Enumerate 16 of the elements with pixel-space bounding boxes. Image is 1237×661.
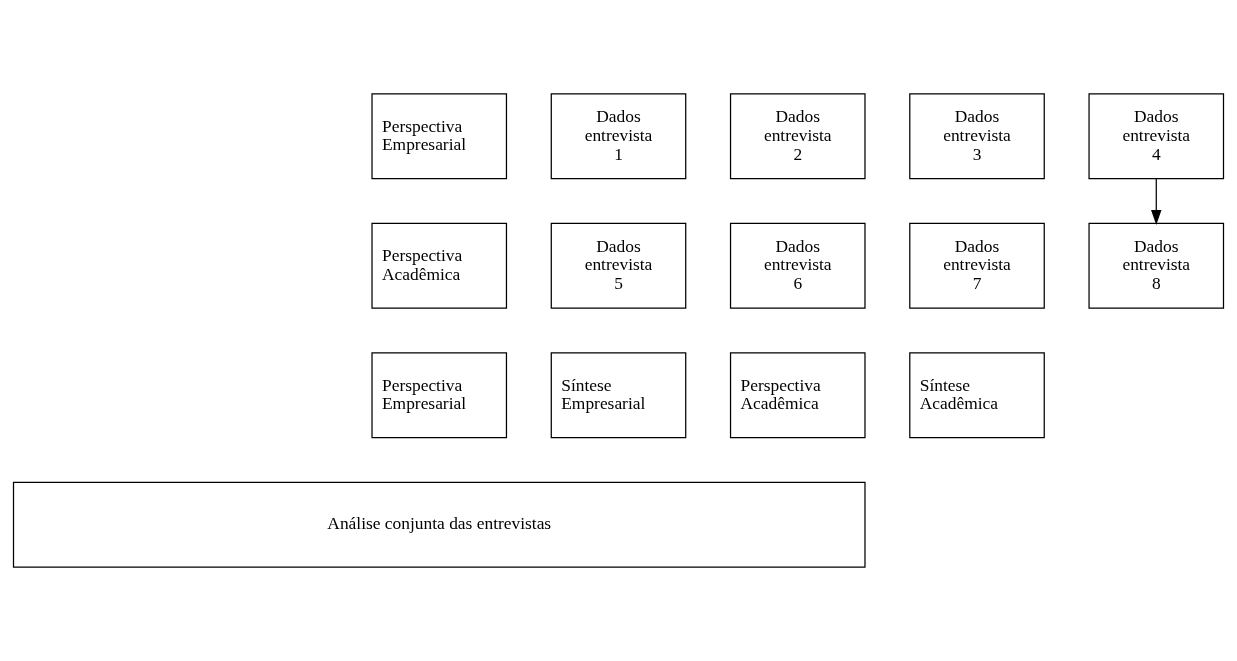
node-box: Síntese Empresarial: [550, 352, 687, 439]
node-box: Perspectiva Acadêmica: [729, 352, 866, 439]
node-box: Dados entrevista 1: [550, 93, 687, 180]
node-box: Dados entrevista 5: [550, 222, 687, 309]
node-box: Perspectiva Acadêmica: [371, 222, 508, 309]
node-box: Dados entrevista 8: [1088, 222, 1225, 309]
node-box: Dados entrevista 2: [729, 93, 866, 180]
node-box: Síntese Acadêmica: [909, 352, 1045, 439]
arrow: [1151, 178, 1162, 225]
node-box: Dados entrevista 6: [729, 222, 866, 309]
node-box: Dados entrevista 3: [909, 93, 1045, 180]
node-box: Perspectiva Empresarial: [371, 352, 508, 439]
node-box: Análise conjunta das entrevistas: [12, 481, 866, 568]
node-box: Dados entrevista 4: [1088, 93, 1225, 180]
node-box: Perspectiva Empresarial: [371, 93, 508, 180]
node-box: Dados entrevista 7: [909, 222, 1045, 309]
